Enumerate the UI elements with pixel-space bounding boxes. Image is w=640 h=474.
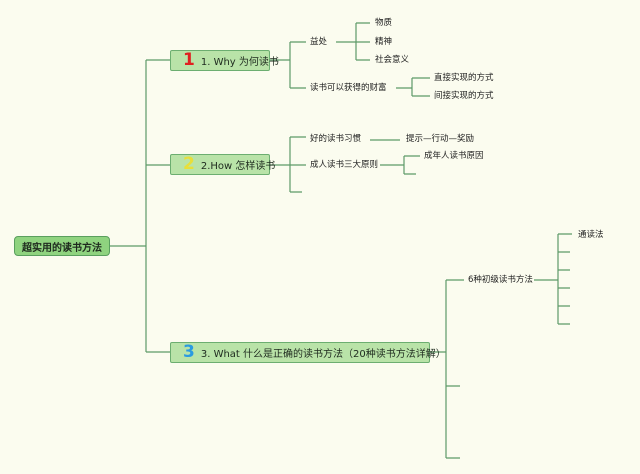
branch-what-node[interactable]: 3 3. What 什么是正确的读书方法（20种读书方法详解）: [170, 342, 446, 363]
wealth-direct[interactable]: 直接实现的方式: [434, 73, 494, 83]
number-one-icon: 1: [183, 50, 195, 70]
branch-why-node[interactable]: 1 1. Why 为何读书: [170, 50, 279, 71]
methods-label[interactable]: 6种初级读书方法: [468, 275, 533, 285]
connector-principles: [380, 155, 420, 175]
wealth-label[interactable]: 读书可以获得的财富: [310, 83, 387, 93]
root-label: 超实用的读书方法: [22, 242, 102, 254]
connector-methods: [534, 233, 572, 325]
habits-detail[interactable]: 提示—行动—奖励: [406, 134, 475, 144]
wealth-indirect[interactable]: 间接实现的方式: [434, 91, 494, 101]
branch-what-label: 3. What 什么是正确的读书方法（20种读书方法详解）: [200, 349, 446, 360]
benefit-social[interactable]: 社会意义: [375, 55, 410, 65]
branch-how-node[interactable]: 2 2.How 怎样读书: [170, 154, 275, 175]
number-two-icon: 2: [183, 154, 195, 174]
method-skim[interactable]: 通读法: [578, 230, 604, 240]
habits-label[interactable]: 好的读书习惯: [310, 134, 362, 144]
branch-how-label: 2.How 怎样读书: [200, 161, 276, 172]
root-node[interactable]: 超实用的读书方法: [14, 236, 110, 256]
number-three-icon: 3: [183, 342, 195, 362]
connector-branch2: [270, 136, 306, 193]
benefit-spiritual[interactable]: 精神: [375, 37, 393, 47]
connector-root-trunk: [110, 59, 170, 353]
benefit-material[interactable]: 物质: [375, 18, 393, 28]
principles-label[interactable]: 成人读书三大原则: [310, 160, 379, 170]
principles-detail[interactable]: 成年人读书原因: [424, 151, 484, 161]
connector-branch1: [270, 41, 306, 89]
branch-why-label: 1. Why 为何读书: [200, 57, 279, 68]
connector-wealth: [396, 77, 430, 97]
connector-branch3: [430, 279, 464, 459]
benefits-label[interactable]: 益处: [310, 37, 328, 47]
connector-benefits: [336, 22, 370, 61]
